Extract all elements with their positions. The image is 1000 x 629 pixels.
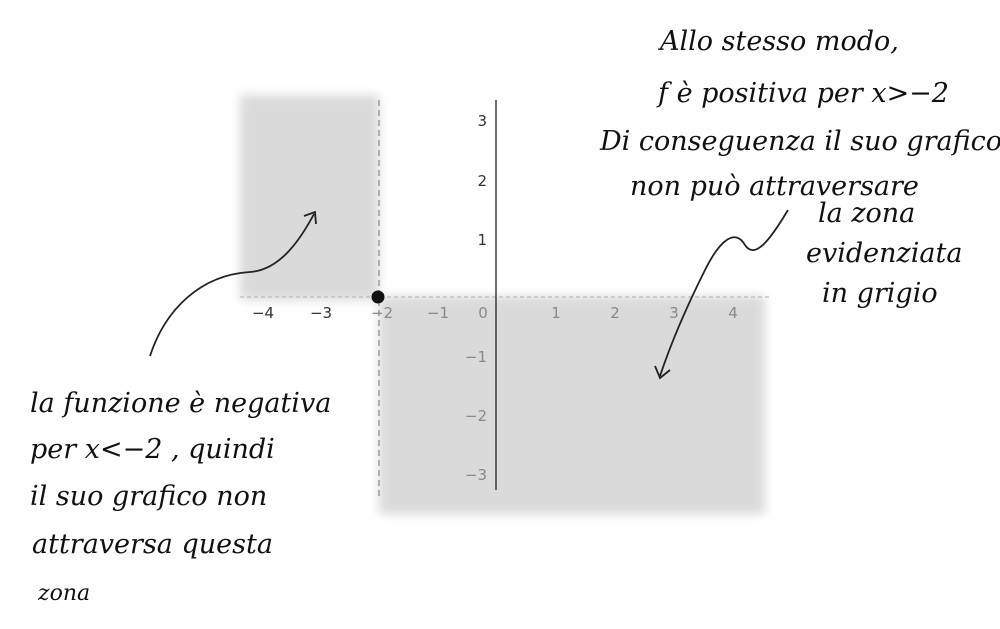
annotation-right-line: evidenziata <box>806 238 962 269</box>
annotation-right-line: f è positiva per x>−2 <box>656 78 949 109</box>
annotation-left: la funzione è negativa per x<−2 , quindi… <box>30 388 331 606</box>
x-tick-label: 4 <box>728 304 738 322</box>
annotation-left-line: la funzione è negativa <box>30 388 331 419</box>
x-tick-label: −4 <box>252 304 274 322</box>
annotation-right-line: in grigio <box>822 278 938 309</box>
y-tick-label: −2 <box>465 407 487 425</box>
y-tick-label: −3 <box>465 466 487 484</box>
annotation-right: Allo stesso modo, f è positiva per x>−2 … <box>599 26 1000 309</box>
annotation-right-line: la zona <box>818 198 915 229</box>
annotation-left-line: zona <box>37 581 90 606</box>
x-tick-label: −3 <box>310 304 332 322</box>
arrowhead-right <box>654 365 671 380</box>
shaded-region-negative <box>240 95 379 300</box>
annotation-right-line: non può attraversare <box>630 171 919 202</box>
y-tick-label: 2 <box>477 172 487 190</box>
arrow-left-annotation <box>149 213 315 357</box>
y-tick-label: −1 <box>465 348 487 366</box>
annotation-right-line: Di conseguenza il suo grafico <box>599 126 1000 157</box>
x-tick-label: 2 <box>610 304 620 322</box>
annotation-left-line: per x<−2 , quindi <box>30 434 275 465</box>
x-tick-label: −2 <box>371 304 393 322</box>
x-tick-labels: −4 −3 −2 −1 0 1 2 3 4 <box>252 304 738 322</box>
annotation-left-line: attraversa questa <box>32 529 273 560</box>
x-tick-label: 1 <box>551 304 561 322</box>
point-x-minus-2 <box>371 290 385 304</box>
y-tick-labels: 3 2 1 −1 −2 −3 <box>465 112 487 484</box>
y-tick-label: 1 <box>477 231 487 249</box>
x-tick-label: −1 <box>427 304 449 322</box>
arrow-right-annotation <box>659 209 789 377</box>
x-tick-label: 0 <box>478 304 488 322</box>
shaded-region-positive <box>379 296 765 514</box>
x-tick-label: 3 <box>669 304 679 322</box>
y-tick-label: 3 <box>477 112 487 130</box>
arrowhead-left <box>303 210 317 225</box>
annotation-right-line: Allo stesso modo, <box>657 26 899 57</box>
annotation-left-line: il suo grafico non <box>30 481 267 512</box>
